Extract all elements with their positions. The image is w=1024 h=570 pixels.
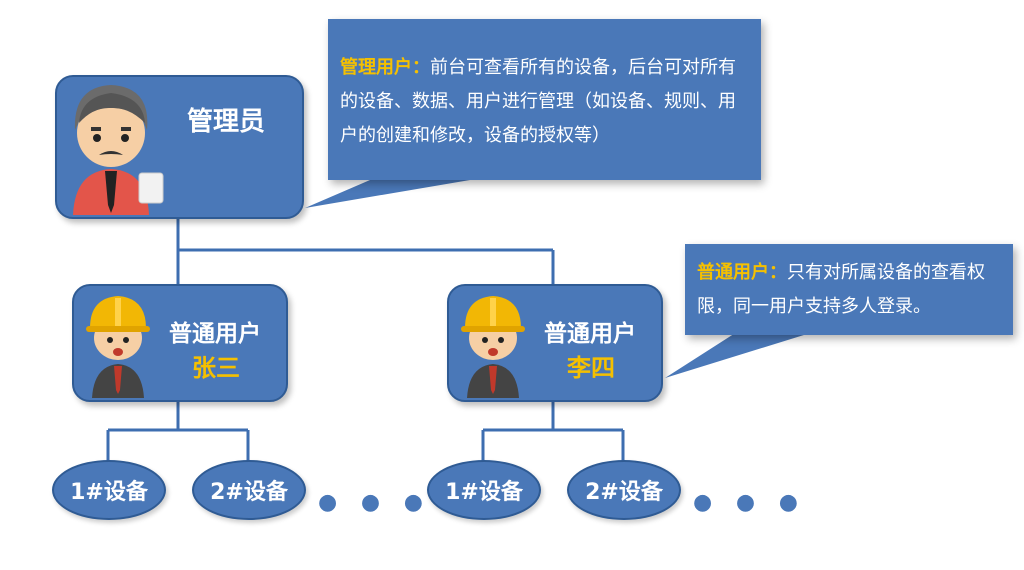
user-name: 李四 xyxy=(567,354,615,382)
admin-title: 管理员 xyxy=(187,107,266,137)
device-node: 2#设备 xyxy=(567,460,681,520)
user-title: 普通用户 xyxy=(169,321,261,347)
user-node-lisi: 普通用户 李四 xyxy=(447,284,663,402)
more-devices-dots: ● ● ● xyxy=(693,490,806,515)
device-node: 1#设备 xyxy=(427,460,541,520)
more-devices-dots: ● ● ● xyxy=(318,490,431,515)
user-callout-lead: 普通用户： xyxy=(697,262,787,283)
user-node-zhangsan: 普通用户 张三 xyxy=(72,284,288,402)
admin-node: 管理员 xyxy=(55,75,304,219)
user-callout: 普通用户：只有对所属设备的查看权限，同一用户支持多人登录。 xyxy=(685,244,1013,335)
admin-callout-lead: 管理用户： xyxy=(340,57,430,78)
user-title: 普通用户 xyxy=(544,321,636,347)
admin-callout: 管理用户：前台可查看所有的设备，后台可对所有的设备、数据、用户进行管理（如设备、… xyxy=(328,19,761,180)
user-name: 张三 xyxy=(192,354,240,382)
admin-callout-text: 前台可查看所有的设备，后台可对所有的设备、数据、用户进行管理（如设备、规则、用户… xyxy=(340,57,736,146)
device-node: 2#设备 xyxy=(192,460,306,520)
device-node: 1#设备 xyxy=(52,460,166,520)
worker-avatar-icon xyxy=(461,296,525,398)
admin-avatar-icon xyxy=(73,85,164,215)
user-callout-text: 只有对所属设备的查看权限，同一用户支持多人登录。 xyxy=(697,262,985,317)
worker-avatar-icon xyxy=(86,296,150,398)
